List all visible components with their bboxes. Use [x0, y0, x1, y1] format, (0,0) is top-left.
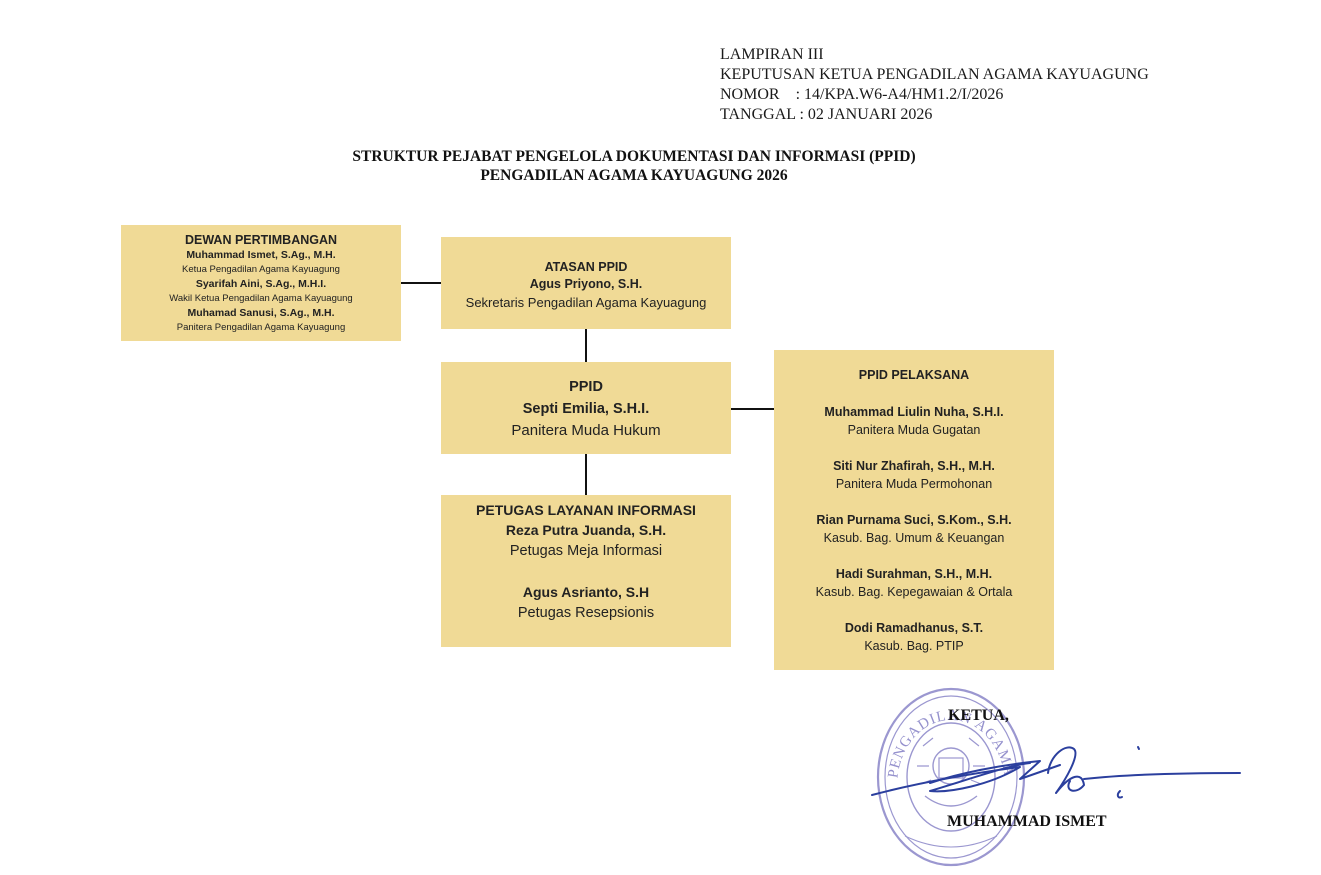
petugas-member-name: Agus Asrianto, S.H [522, 584, 650, 600]
pelaksana-title: PPID PELAKSANA [858, 368, 970, 382]
dewan-member-name: Muhammad Ismet, S.Ag., M.H. [186, 249, 336, 261]
pelaksana-member-role: Panitera Muda Permohonan [835, 477, 993, 491]
ppid-title: PPID [569, 379, 603, 395]
connector-dewan-atasan [401, 282, 441, 284]
petugas-member-role: Petugas Meja Informasi [509, 543, 663, 559]
ppid-name: Septi Emilia, S.H.I. [522, 401, 650, 417]
connector-ppid-petugas [585, 454, 587, 495]
petugas-title: PETUGAS LAYANAN INFORMASI [476, 502, 696, 518]
ppid-box: PPID Septi Emilia, S.H.I. Panitera Muda … [441, 362, 731, 454]
signatory-name: MUHAMMAD ISMET [947, 813, 1107, 830]
header-tanggal: TANGGAL : 02 JANUARI 2026 [720, 106, 933, 123]
document-header: LAMPIRAN III KEPUTUSAN KETUA PENGADILAN … [720, 45, 1149, 125]
header-nomor: NOMOR : 14/KPA.W6-A4/HM1.2/I/2026 [720, 86, 1004, 103]
pelaksana-member-role: Panitera Muda Gugatan [847, 423, 981, 437]
atasan-name: Agus Priyono, S.H. [529, 277, 643, 291]
ppid-role: Panitera Muda Hukum [511, 422, 661, 439]
petugas-layanan-box: PETUGAS LAYANAN INFORMASI Reza Putra Jua… [441, 495, 731, 647]
ppid-pelaksana-box: PPID PELAKSANA Muhammad Liulin Nuha, S.H… [774, 350, 1054, 670]
connector-ppid-pelaksana [731, 408, 774, 410]
pelaksana-member-name: Dodi Ramadhanus, S.T. [844, 621, 984, 635]
pelaksana-member-role: Kasub. Bag. PTIP [864, 639, 964, 653]
atasan-title: ATASAN PPID [544, 260, 628, 274]
dewan-member-role: Ketua Pengadilan Agama Kayuagung [182, 264, 340, 275]
signatory-position: KETUA, [948, 707, 1009, 724]
dewan-title: DEWAN PERTIMBANGAN [184, 233, 338, 247]
dewan-pertimbangan-box: DEWAN PERTIMBANGAN Muhammad Ismet, S.Ag.… [121, 225, 401, 341]
court-seal-stamp: PENGADILAN AGAMA KAYUAGUNG [875, 686, 1026, 867]
pelaksana-member-role: Kasub. Bag. Kepegawaian & Ortala [815, 585, 1013, 599]
pelaksana-member-name: Siti Nur Zhafirah, S.H., M.H. [833, 459, 995, 473]
atasan-ppid-box: ATASAN PPID Agus Priyono, S.H. Sekretari… [441, 237, 731, 329]
pelaksana-member-name: Muhammad Liulin Nuha, S.H.I. [824, 405, 1004, 419]
handwritten-signature [871, 746, 1241, 799]
dewan-member-name: Syarifah Aini, S.Ag., M.H.I. [195, 278, 327, 290]
atasan-role: Sekretaris Pengadilan Agama Kayuagung [465, 295, 707, 310]
dewan-member-role: Wakil Ketua Pengadilan Agama Kayuagung [169, 293, 353, 304]
pelaksana-member-name: Rian Purnama Suci, S.Kom., S.H. [816, 513, 1012, 527]
document-title: STRUKTUR PEJABAT PENGELOLA DOKUMENTASI D… [0, 147, 1268, 185]
dewan-member-name: Muhamad Sanusi, S.Ag., M.H. [187, 307, 335, 319]
connector-atasan-ppid [585, 329, 587, 362]
petugas-member-name: Reza Putra Juanda, S.H. [505, 522, 667, 538]
title-line-2: PENGADILAN AGAMA KAYUAGUNG 2026 [480, 167, 788, 184]
dewan-member-role: Panitera Pengadilan Agama Kayuagung [176, 322, 346, 333]
pelaksana-member-role: Kasub. Bag. Umum & Keuangan [823, 531, 1005, 545]
title-line-1: STRUKTUR PEJABAT PENGELOLA DOKUMENTASI D… [352, 148, 916, 165]
petugas-member-role: Petugas Resepsionis [517, 605, 655, 621]
header-lampiran: LAMPIRAN III [720, 46, 824, 63]
header-keputusan: KEPUTUSAN KETUA PENGADILAN AGAMA KAYUAGU… [720, 66, 1149, 83]
pelaksana-member-name: Hadi Surahman, S.H., M.H. [835, 567, 993, 581]
